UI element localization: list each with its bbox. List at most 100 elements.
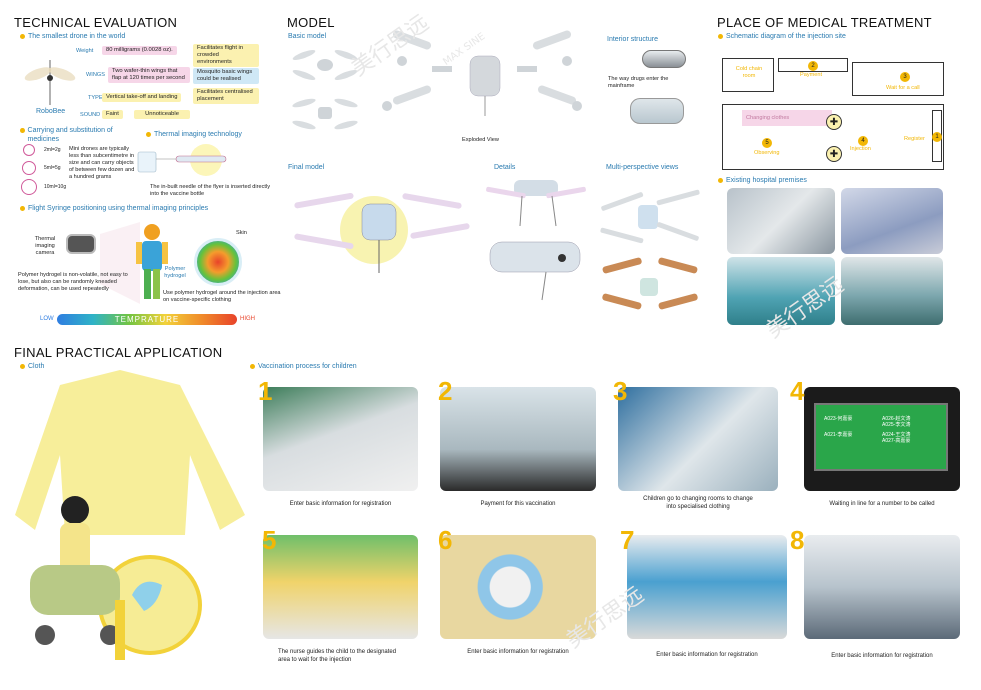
thermal-camera-label: Thermal imaging camera	[34, 236, 56, 256]
multi-perspective-render-1	[600, 189, 700, 244]
robobee-label: RoboBee	[36, 108, 66, 115]
step-photo-1	[263, 387, 418, 491]
section-title-model: MODEL	[287, 15, 335, 30]
thermal-body-figure	[100, 222, 168, 304]
interior-drone-cutaway-1	[642, 50, 686, 68]
step-caption: Children go to changing rooms to change …	[643, 496, 753, 510]
number-badge-4: 4	[858, 136, 868, 146]
interior-structure-label: Interior structure	[607, 36, 658, 43]
step-photo-2	[440, 387, 596, 491]
step-number: 6	[438, 525, 453, 555]
step-photo-8	[804, 535, 960, 639]
queue-row: A023-何嘉豪	[824, 416, 853, 422]
existing-premises-heading: Existing hospital premises	[718, 177, 807, 184]
number-badge-3: 3	[900, 72, 910, 82]
bullet-icon	[20, 206, 25, 211]
details-label: Details	[494, 164, 516, 171]
hospital-photo-2	[841, 188, 943, 254]
type-note: Facilitates centralised placement	[193, 88, 259, 104]
needle-text: The in-built needle of the flyer is inse…	[150, 184, 271, 197]
step-number: 3	[613, 376, 628, 406]
final-model-render	[294, 192, 470, 273]
injection-station-icon: ✚	[826, 114, 842, 130]
temperature-gradient-bar	[57, 314, 237, 325]
step-number: 1	[258, 376, 273, 406]
step-caption: Enter basic information for registration	[831, 653, 933, 659]
payment-room	[778, 58, 848, 72]
register-label: Register	[904, 136, 925, 142]
exploded-view-label: Exploded View	[462, 137, 499, 143]
bullet-icon	[20, 34, 25, 39]
polymer-hydrogel-label: Polymer hydrogel	[164, 266, 186, 279]
type-value: Vertical take-off and landing	[102, 93, 182, 102]
floor-plan: Cold chain room 2 Payment 3 Wait for a c…	[722, 58, 946, 176]
step-caption: Waiting in line for a number to be calle…	[829, 501, 935, 507]
basic-model-label: Basic model	[288, 33, 327, 40]
cloth-illustration	[15, 370, 245, 660]
queue-row: A026-赵文涛	[882, 416, 911, 422]
thermal-heading: Thermal imaging technology	[146, 131, 242, 138]
details-render-2	[489, 241, 581, 301]
exploded-view-drawing	[382, 30, 582, 116]
queue-row: A021-李嘉豪	[824, 432, 853, 438]
wings-value: Two wafer-thin wings that flap at 120 ti…	[108, 67, 190, 83]
section-title-technical: TECHNICAL EVALUATION	[14, 15, 178, 30]
step-caption: Enter basic information for registration	[289, 501, 392, 507]
bullet-icon	[146, 132, 151, 137]
wings-note: Mosquito basic wings could be realised	[193, 68, 259, 84]
dose-circle-icon	[21, 179, 37, 195]
polymer-use-text: Use polymer hydrogel around the injectio…	[163, 290, 281, 303]
basic-model-drone-2	[292, 98, 358, 130]
smallest-drone-heading: The smallest drone in the world	[20, 33, 125, 40]
queue-row: A027-高嘉豪	[882, 438, 911, 444]
interior-drone-cutaway-2	[630, 98, 684, 124]
step-number: 8	[790, 525, 805, 555]
observing-label: Observing	[754, 150, 780, 156]
hospital-photo-3	[727, 257, 835, 325]
step-photo-6	[440, 535, 596, 639]
final-model-label: Final model	[288, 164, 325, 171]
step-number: 4	[790, 376, 805, 406]
wait-label: Wait for a call	[886, 85, 920, 91]
step-number: 5	[262, 525, 277, 555]
queue-row: A024-王文涛	[882, 432, 911, 438]
cold-chain-room	[722, 58, 774, 92]
hospital-photo-4	[841, 257, 943, 325]
cloth-heading: Cloth	[20, 363, 44, 370]
queue-row: A025-李文涛	[882, 422, 911, 428]
polymer-text: Polymer hydrogel is non-volatile, not ea…	[18, 272, 128, 292]
injection-station-icon: ✚	[826, 146, 842, 162]
injection-label: Injection	[850, 146, 871, 152]
dose-circle-icon	[23, 144, 35, 156]
vaccine-bottle-syringe	[137, 144, 227, 176]
changing-label: Changing clothes	[746, 115, 790, 121]
bullet-icon	[718, 178, 723, 183]
bullet-icon	[20, 364, 25, 369]
step-photo-4: A023-何嘉豪 A026-赵文涛 A025-李文涛 A021-李嘉豪 A024…	[804, 387, 960, 491]
number-badge-2: 2	[808, 61, 818, 71]
vaccination-heading: Vaccination process for children	[250, 363, 357, 370]
step-photo-7	[627, 535, 787, 639]
thermal-camera-icon	[66, 234, 96, 254]
section-title-place: PLACE OF MEDICAL TREATMENT	[717, 15, 932, 30]
step-photo-3	[618, 387, 778, 491]
dose-item: 10ml=10g	[44, 184, 67, 190]
bullet-icon	[718, 34, 723, 39]
multi-perspective-render-2	[602, 257, 698, 310]
temperature-low-label: LOW	[40, 316, 54, 322]
weight-value: 80 milligrams (0.0028 oz).	[102, 46, 177, 55]
queue-display-screen	[814, 403, 948, 471]
step-caption: The nurse guides the child to the design…	[278, 649, 397, 663]
sound-value: Faint	[102, 110, 123, 119]
sound-note: Unnoticeable	[134, 110, 190, 119]
cold-chain-label: Cold chain room	[735, 66, 763, 79]
bullet-icon	[250, 364, 255, 369]
number-badge-5: 5	[762, 138, 772, 148]
interior-structure-text: The way drugs enter the mainframe	[608, 76, 669, 89]
step-number: 7	[620, 525, 635, 555]
hospital-photo-1	[727, 188, 835, 254]
dose-item: 2ml=2g	[44, 147, 61, 153]
wings-label: WINGS	[86, 72, 105, 78]
step-caption: Enter basic information for registration	[467, 649, 569, 655]
changing-zone	[742, 110, 832, 126]
